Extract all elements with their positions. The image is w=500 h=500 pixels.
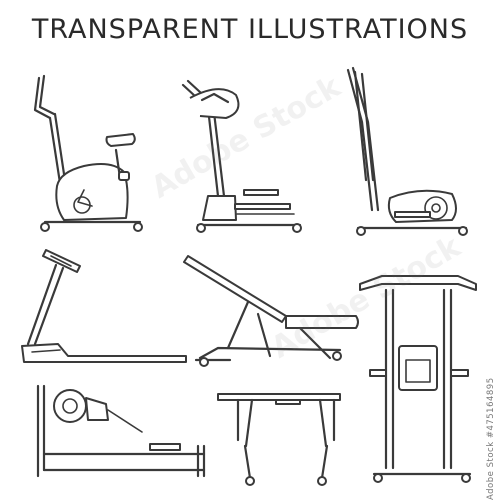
watermark-stock-id: Adobe Stock #475164895 — [486, 377, 496, 500]
weight-bench-icon — [183, 255, 359, 367]
power-tower-icon — [359, 275, 477, 483]
cross-trainer-icon — [346, 66, 468, 236]
page-title: TRANSPARENT ILLUSTRATIONS — [31, 14, 469, 45]
rowing-machine-icon — [36, 384, 206, 478]
elliptical-trainer-icon — [181, 79, 302, 233]
treadmill-icon — [21, 249, 187, 363]
parallel-bars-icon — [217, 393, 341, 486]
exercise-bike-icon — [33, 74, 143, 232]
